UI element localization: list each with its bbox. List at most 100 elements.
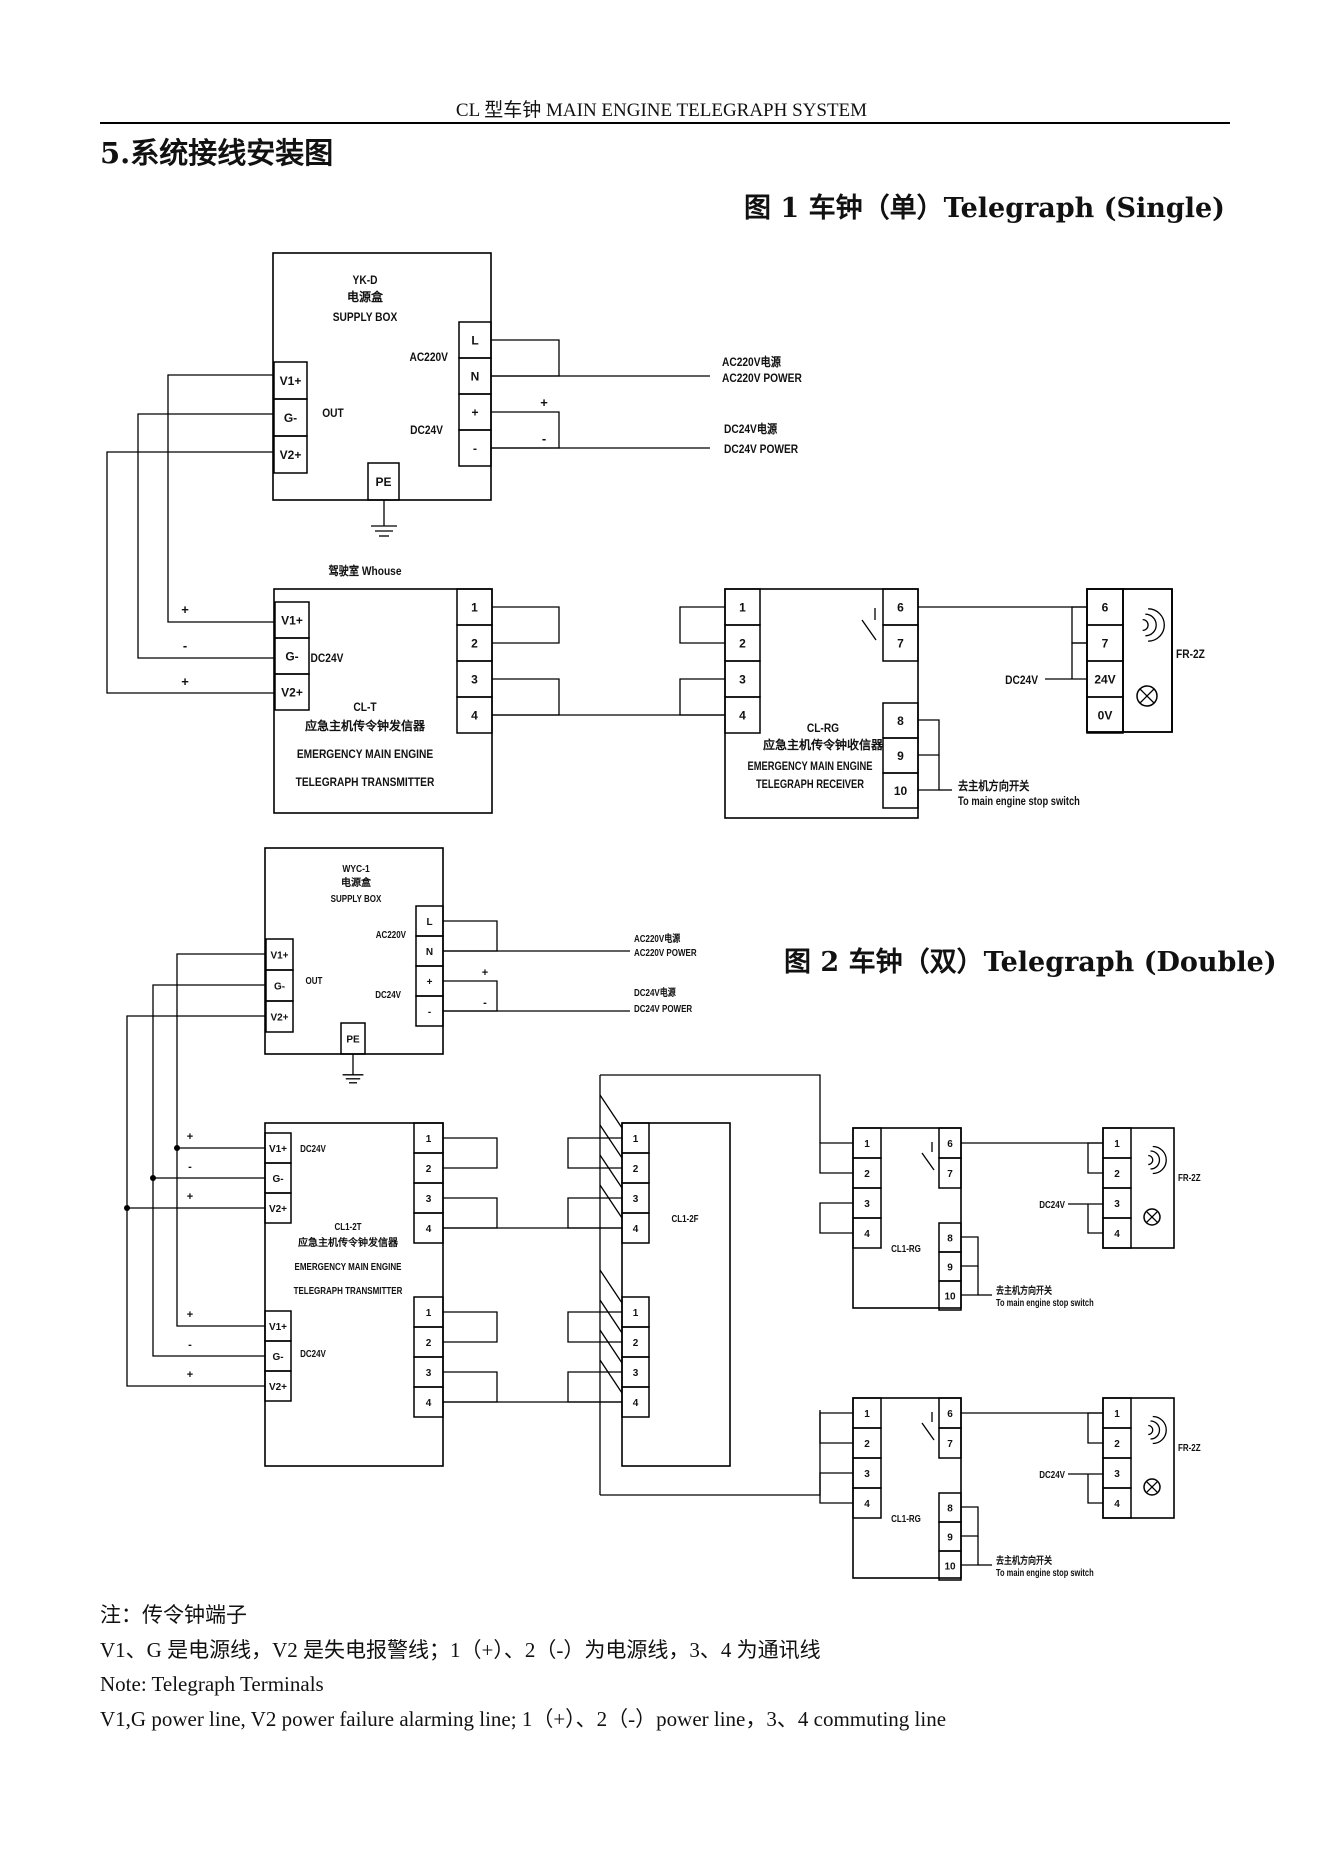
- supply-out-terminal-label: V1+: [280, 374, 302, 388]
- splitter-terminal-label: 1: [633, 1134, 639, 1145]
- rx2-bus: [819, 1142, 853, 1174]
- splitter-model: CL1-2F: [671, 1213, 699, 1224]
- splitter-hatch: [599, 1184, 623, 1219]
- fr2-jumper: [1087, 1412, 1103, 1444]
- fr2-terminal-label: 2: [1114, 1439, 1120, 1450]
- section-title: 5.系统接线安装图: [100, 136, 334, 170]
- figure1-title: 图 1 车钟（单）Telegraph (Single): [744, 193, 1225, 224]
- splitter-bus: [567, 1197, 622, 1229]
- supply2-out-terminal-label: V2+: [270, 1012, 288, 1023]
- stop-switch-wire: [918, 755, 940, 791]
- rx2-in-terminal-label: 4: [864, 1229, 870, 1240]
- rx-in-terminal-label: 4: [739, 709, 746, 723]
- splitter-terminal-label: 2: [633, 1338, 639, 1349]
- polarity-sign: -: [188, 1161, 192, 1173]
- rx2-out-terminal-label: 8: [947, 1503, 953, 1514]
- lamp-icon: [1143, 1478, 1161, 1496]
- tx2-bus: [443, 1311, 498, 1343]
- tx-out-terminal-label: 3: [471, 673, 478, 687]
- rx-name-en1: EMERGENCY MAIN ENGINE: [747, 760, 872, 773]
- tx2-out-terminal-label: 1: [426, 1134, 432, 1145]
- supply2-name-en: SUPPLY BOX: [331, 893, 382, 904]
- tx-out-terminal-label: 4: [471, 709, 478, 723]
- supply2-ac-label: AC220V: [376, 929, 406, 940]
- tx-bus: [492, 606, 560, 644]
- polarity-plus: +: [181, 602, 189, 617]
- rx-out-terminal-label: 7: [897, 637, 904, 651]
- stop-switch-cn: 去主机方向开关: [996, 1554, 1053, 1566]
- fr2-terminal-label: 2: [1114, 1169, 1120, 1180]
- supply2-model: WYC-1: [342, 863, 369, 874]
- tx2-out-terminal-label: 2: [426, 1164, 432, 1175]
- tx-in-terminal-label: V1+: [281, 614, 303, 628]
- note-line-4: V1,G power line, V2 power failure alarmi…: [100, 1706, 947, 1731]
- fr2-jumper: [1087, 1142, 1103, 1174]
- fr2-model: FR-2Z: [1178, 1172, 1201, 1183]
- buzzer-icon: [1142, 618, 1149, 632]
- tx-model: CL-T: [353, 701, 376, 714]
- fr-jumper: [1071, 642, 1087, 679]
- fr-terminal-label: 0V: [1098, 709, 1113, 723]
- v2-wire: [106, 451, 275, 694]
- pe2-terminal-label: PE: [346, 1034, 360, 1045]
- figure2-title: 图 2 车钟（双）Telegraph (Double): [784, 947, 1277, 978]
- tx2-bus: [443, 1371, 498, 1403]
- dc-plus-sign: +: [540, 395, 548, 410]
- supply-out-terminal-label: G-: [284, 411, 297, 425]
- supply-name-cn: 电源盒: [347, 289, 384, 304]
- supply2-name-cn: 电源盒: [341, 876, 372, 889]
- rx-in-terminal-label: 1: [739, 601, 746, 615]
- buzzer-icon: [1150, 1420, 1161, 1440]
- tx2-dc-label: DC24V: [300, 1143, 326, 1154]
- splitter-terminal-label: 4: [633, 1224, 639, 1235]
- stop-switch-en: To main engine stop switch: [996, 1297, 1094, 1308]
- supply2-out-terminal-label: G-: [274, 981, 285, 992]
- v1-wire-2: [176, 953, 266, 1327]
- fr2-model: FR-2Z: [1178, 1442, 1201, 1453]
- polarity-sign: +: [187, 1131, 193, 1143]
- fr2-jumper: [1087, 1474, 1103, 1504]
- note-line-3: Note: Telegraph Terminals: [100, 1672, 324, 1696]
- rx2-in-terminal-label: 1: [864, 1139, 870, 1150]
- buzzer-icon: [1152, 1415, 1167, 1445]
- tx-dc-label: DC24V: [311, 652, 344, 665]
- rx-bus: [679, 606, 725, 644]
- tx2-out-terminal-label: 4: [426, 1224, 432, 1235]
- note-line-2: V1、G 是电源线，V2 是失电报警线；1（+）、2（-）为电源线，3、4 为通…: [100, 1637, 821, 1662]
- supply-out-label: OUT: [322, 407, 344, 420]
- dc-power-cn: DC24V电源: [724, 421, 778, 436]
- rx-out-terminal-label: 8: [897, 714, 904, 728]
- splitter-terminal-label: 3: [633, 1368, 639, 1379]
- rx2-bus: [819, 1412, 853, 1444]
- fr-model: FR-2Z: [1176, 648, 1205, 661]
- dc2-power-cn: DC24V电源: [634, 986, 676, 998]
- tx2-name-cn: 应急主机传令钟发信器: [298, 1236, 399, 1249]
- tx-name-en2: TELEGRAPH TRANSMITTER: [296, 776, 435, 789]
- stop-switch-wire: [961, 1506, 979, 1537]
- splitter-terminal-label: 4: [633, 1398, 639, 1409]
- supply2-out-terminal-label: V1+: [270, 950, 288, 961]
- dc-wire: [491, 411, 560, 449]
- stop-switch-cn: 去主机方向开关: [958, 778, 1030, 793]
- tx2-in-terminal-label: V1+: [269, 1144, 287, 1155]
- dc2-plus-sign: +: [482, 967, 488, 979]
- rx2-model: CL1-RG: [891, 1513, 921, 1524]
- supply-in-terminal-label: N: [471, 370, 480, 384]
- rx2-in-terminal-label: 2: [864, 1169, 870, 1180]
- tx-name-cn: 应急主机传令钟发信器: [305, 718, 426, 733]
- tx2-name-en2: TELEGRAPH TRANSMITTER: [294, 1285, 403, 1296]
- tx2-out-terminal-label: 3: [426, 1368, 432, 1379]
- supply-in-terminal-label: +: [471, 406, 478, 420]
- tx2-in-terminal-label: V2+: [269, 1382, 287, 1393]
- rx-in-terminal-label: 2: [739, 637, 746, 651]
- tx-in-terminal-label: G-: [285, 650, 298, 664]
- rx2-model: CL1-RG: [891, 1243, 921, 1254]
- splitter-hatch: [599, 1329, 623, 1364]
- fr-jumper: [1071, 606, 1087, 644]
- g-wire-2: [152, 984, 266, 1357]
- note-line-1: 注：传令钟端子: [100, 1603, 247, 1627]
- page-header: CL 型车钟 MAIN ENGINE TELEGRAPH SYSTEM: [455, 100, 868, 121]
- polarity-sign: +: [187, 1369, 193, 1381]
- tx-out-terminal-label: 1: [471, 601, 478, 615]
